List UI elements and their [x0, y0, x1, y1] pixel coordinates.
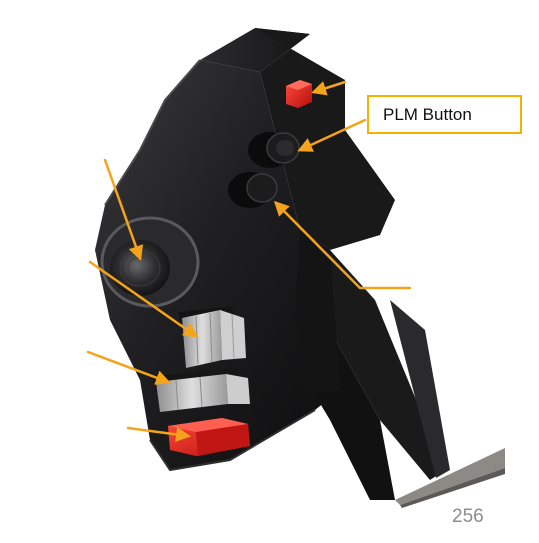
- plm-button-label: PLM Button: [383, 104, 472, 124]
- arrow-red-trigger: [126, 426, 191, 442]
- arrow-upper-metal-switch: [88, 260, 199, 338]
- thumb-knob: [100, 216, 200, 308]
- upper-metal-switch: [178, 306, 246, 368]
- arrow-thumb-knob: [103, 158, 144, 261]
- callout-arrows: [86, 80, 412, 442]
- arrow-plm-button: [297, 118, 367, 152]
- base-rail: [395, 448, 505, 508]
- lower-round-button: [228, 172, 278, 208]
- plm-button-callout: PLM Button: [367, 95, 522, 134]
- arrow-red-top-button: [311, 80, 347, 96]
- red-top-button: [286, 80, 312, 108]
- arrow-lower-round-button: [273, 200, 412, 290]
- arrow-lower-metal-switch: [86, 350, 171, 385]
- lower-metal-switch: [152, 368, 250, 412]
- page-number: 256: [452, 506, 484, 527]
- plm-button: [248, 132, 300, 168]
